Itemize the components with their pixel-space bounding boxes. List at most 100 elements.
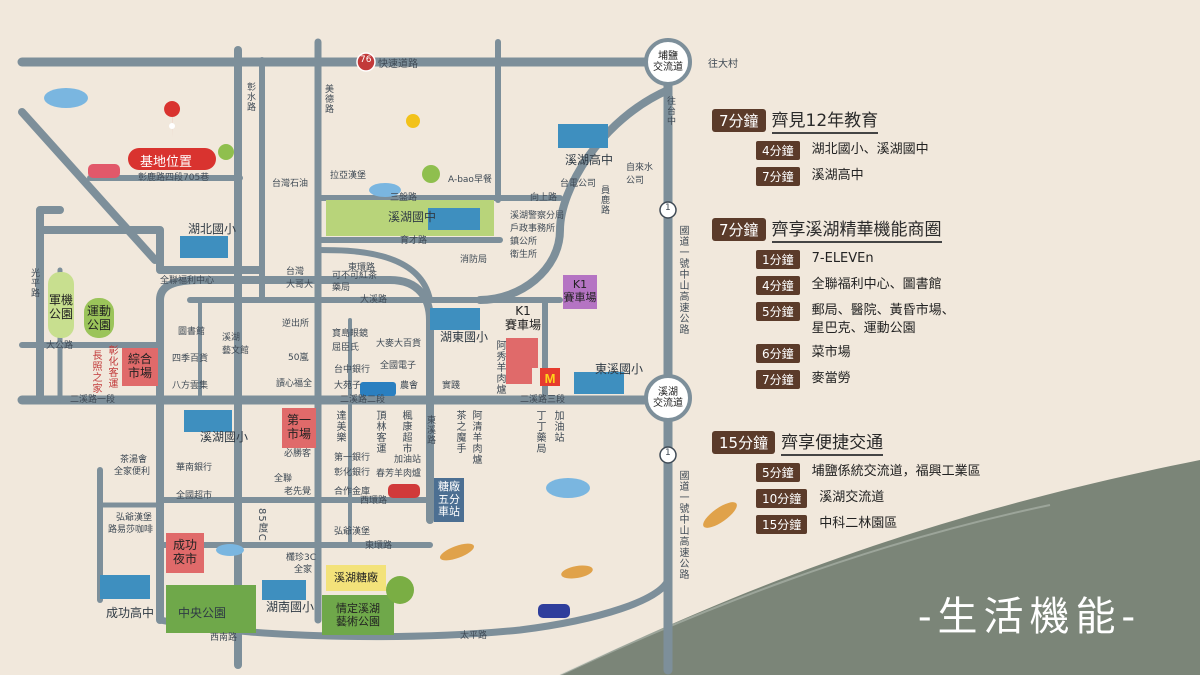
poi-hong: 弘爺漢堡 (116, 513, 153, 523)
road-meilu-label: 美德路 (323, 84, 333, 114)
road-erxi3-label: 二溪路三段 (520, 395, 566, 405)
road-donghuan-label: 東環路 (348, 263, 376, 273)
road-xinan-label: 西南路 (210, 633, 238, 643)
poi-kouwei: 茶之魔手 (454, 410, 465, 454)
poi-tc-bank: 台中銀行 (334, 365, 371, 375)
road-donghuan2-label: 東環路 (365, 541, 393, 551)
poi-ahqing: 阿清羊肉爐 (470, 410, 481, 465)
panel-group-transport: 15分鐘 齊享便捷交通 5分鐘 埔鹽係統交流道，福興工業區 10分鐘 溪湖交流道… (712, 428, 981, 534)
place-army-park: 軍機 公園 (48, 293, 73, 321)
poi-xiexin: 讀心福全 (276, 379, 313, 389)
bus-station-box (434, 478, 464, 522)
group-item: 7分鐘 溪湖高中 (756, 167, 929, 186)
panel-group-education: 7分鐘 齊見12年教育 4分鐘 湖北國小、溪湖國中 7分鐘 溪湖高中 (712, 106, 929, 186)
mcd-box (540, 368, 560, 386)
panel-group-commerce: 7分鐘 齊享溪湖精華機能商圈 1分鐘 7-ELEVEn 4分鐘 全聯福利中心、圖… (712, 215, 955, 390)
cloud-icon (546, 478, 590, 498)
poi-siji: 四季百貨 (172, 354, 209, 364)
title-banner-bg (560, 460, 1200, 675)
poi-fire: 消防局 (460, 255, 488, 265)
road-yuanlu-label: 員鹿路 (599, 185, 609, 215)
to-taichung-label: 往台中 (665, 96, 675, 126)
freeway-shield-label-2: 1 (665, 448, 671, 458)
poi-quanguo: 全國電子 (380, 361, 417, 371)
poi-library: 圖書館 (178, 327, 206, 337)
place-chenggong-night: 成功 夜市 (172, 538, 197, 566)
group-item: 4分鐘 湖北國小、溪湖國中 (756, 141, 929, 160)
place-market-combo: 綜合 市場 (127, 352, 152, 380)
poi-police: 溪湖警察分局 (510, 211, 565, 221)
poi-yilin: 頂林客運 (374, 410, 385, 454)
place-chenggong-high: 成功高中 (106, 606, 155, 620)
tree-icon (386, 576, 414, 604)
k1-track-a (506, 338, 538, 368)
poi-quanlian: 全聯福利中心 (160, 276, 215, 286)
item-badge: 4分鐘 (756, 141, 800, 160)
car-icon (88, 164, 120, 178)
k1-track-b (506, 368, 532, 384)
road-erxi1-label: 二溪路一段 (70, 395, 116, 405)
school-icon (180, 236, 228, 258)
sport-park-area (84, 298, 114, 338)
bus-icon (360, 382, 396, 396)
poi-household: 戶政事務所 (510, 224, 556, 234)
central-park-area (166, 585, 256, 633)
school-icon (428, 208, 480, 230)
freeway-shield-label-1: 1 (665, 203, 671, 213)
freeway-shield-1 (659, 201, 677, 219)
place-art-park: 情定溪湖 藝術公園 (336, 602, 380, 628)
school-icon (262, 580, 306, 600)
leaf-icon (439, 543, 475, 561)
item-badge: 4分鐘 (756, 276, 800, 295)
item-text: 溪湖交流道 (819, 490, 885, 505)
poi-quanguo2: 全國超市 (176, 491, 213, 501)
to-dacun-label: 往大村 (708, 59, 738, 70)
poi-first-bank: 第一銀行 (334, 453, 371, 463)
group-item: 10分鐘 溪湖交流道 (756, 489, 981, 508)
item-text: 郵局、醫院、黃昏市場、 星巴克、運動公園 (811, 303, 955, 336)
site-location-pin-icon (164, 101, 181, 138)
poi-post: 逆出所 (282, 319, 310, 329)
leaf-icon (561, 565, 593, 579)
school-icon (100, 575, 150, 599)
place-xihu-high: 溪湖高中 (565, 153, 614, 167)
place-dongxi-elem: 東溪國小 (595, 362, 644, 376)
poi-lalu: 拉亞漢堡 (330, 171, 367, 181)
place-xihu-junior: 溪湖國中 (388, 210, 437, 224)
group-title: 齊見12年教育 (771, 106, 879, 134)
poi-feng: 楓康超市 (400, 410, 411, 454)
item-text: 中科二林園區 (819, 516, 898, 531)
expressway-76-shield (356, 52, 376, 72)
cloud-icon (44, 88, 88, 108)
poi-nongye: 農會 (400, 381, 419, 391)
poi-cultural: 溪湖 藝文館 (222, 333, 250, 356)
tree-icon (218, 144, 234, 160)
school-icon (430, 308, 480, 330)
road-sanpan-label: 三盤路 (390, 193, 418, 203)
item-text: 麥當勞 (811, 371, 851, 387)
group-title: 齊享溪湖精華機能商圈 (771, 215, 942, 243)
road-zhangshui-label: 彰水路 (245, 82, 255, 112)
poi-changtai: 長照之家 (90, 350, 101, 394)
group-title: 齊享便捷交通 (781, 428, 884, 456)
poi-cola: 可不可紅茶 (332, 271, 378, 281)
poi-zilai: 自來水 公司 (626, 163, 654, 186)
place-hudong-elem: 湖東國小 (440, 330, 489, 344)
poi-ahming: 阿秀羊肉爐 (494, 340, 505, 395)
road-changlu-label: 彰鹿路四段705巷 (138, 173, 210, 183)
army-park-area (48, 272, 74, 338)
poi-car-station: 彰化客運 (106, 345, 117, 389)
poi-xinrou: 春芳羊肉爐 (376, 469, 422, 479)
road-south-label: 太平路 (460, 631, 488, 641)
item-text: 全聯福利中心、圖書館 (811, 277, 942, 292)
poi-dingding: 丁丁藥局 (534, 410, 545, 454)
car-icon (388, 484, 420, 498)
poi-shiye: 實踐 (442, 381, 461, 391)
site-label-bg (128, 148, 216, 170)
expressway-label: 快速道路 (378, 59, 418, 70)
cloud-icon (216, 544, 244, 556)
group-item: 5分鐘 郵局、醫院、黃昏市場、 星巴克、運動公園 (756, 302, 955, 337)
group-badge: 15分鐘 (712, 430, 776, 454)
svg-text:M: M (545, 371, 556, 386)
